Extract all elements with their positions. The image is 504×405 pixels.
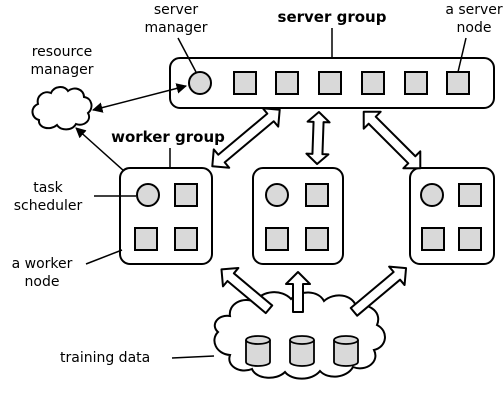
worker-node-leader-line <box>85 249 123 265</box>
resource-manager-cloud <box>31 86 93 131</box>
worker-node-label-1: a worker <box>12 256 73 272</box>
server-manager-node <box>188 71 212 95</box>
resource-server-arrow <box>91 83 188 113</box>
server-node <box>361 71 385 95</box>
resource-manager-label-2: manager <box>31 62 94 78</box>
worker-group-label: worker group <box>111 128 225 146</box>
server-node-label-2: node <box>457 20 492 36</box>
server-manager-leader-line <box>177 37 197 73</box>
training-data-label: training data <box>60 350 150 366</box>
worker-server-link-right <box>362 110 422 170</box>
data-to-worker-middle-arrow <box>285 271 311 313</box>
server-node-leader-line <box>457 37 467 73</box>
worker-server-link-left <box>211 107 281 169</box>
worker-node-label-2: node <box>25 274 60 290</box>
worker-node-right <box>409 167 495 265</box>
server-group-label: server group <box>278 8 387 26</box>
server-manager-label-2: manager <box>145 20 208 36</box>
server-node <box>233 71 257 95</box>
server-node <box>318 71 342 95</box>
server-manager-label-1: server <box>154 2 199 18</box>
worker-node-middle <box>252 167 344 265</box>
training-data-database-1 <box>245 335 271 367</box>
data-to-worker-right-arrow <box>349 265 408 317</box>
task-scheduler-label-2: scheduler <box>14 198 83 214</box>
task-scheduler-label-1: task <box>33 180 63 196</box>
server-node <box>446 71 470 95</box>
training-data-leader-line <box>171 355 215 359</box>
server-node <box>275 71 299 95</box>
server-node <box>404 71 428 95</box>
training-data-database-2 <box>289 335 315 367</box>
worker-server-link-middle <box>305 111 331 165</box>
data-to-worker-left-arrow <box>220 266 274 315</box>
resource-manager-label-1: resource <box>32 44 93 60</box>
worker-node-left <box>119 167 213 265</box>
training-data-database-3 <box>333 335 359 367</box>
server-node-label-1: a server <box>445 2 503 18</box>
